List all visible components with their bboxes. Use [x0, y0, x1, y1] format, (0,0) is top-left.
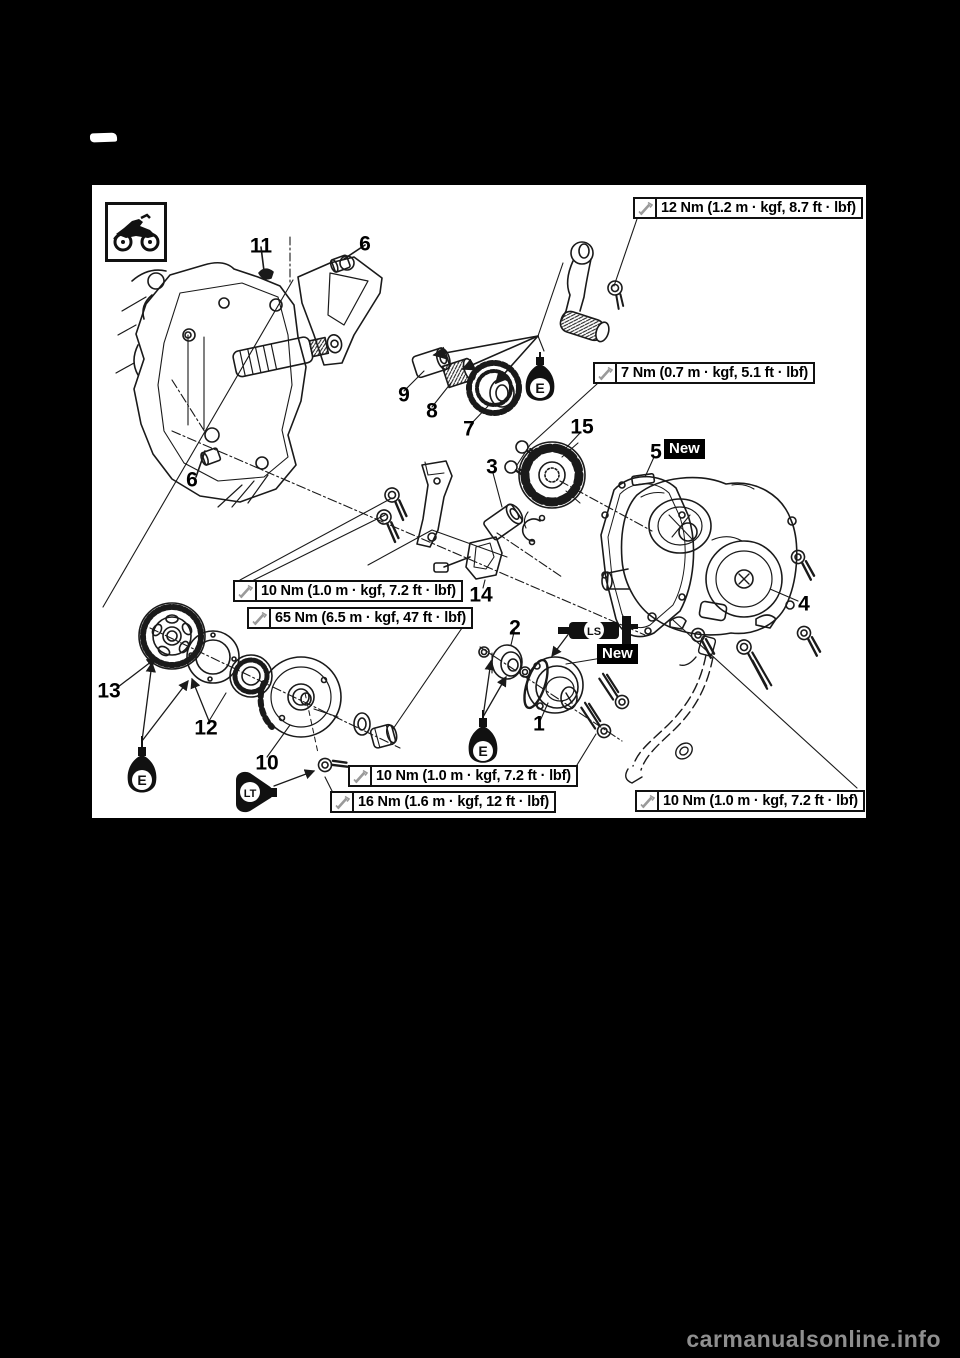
- breather-hose-drawing: [625, 635, 717, 784]
- engine-oil-symbol: E: [522, 352, 558, 411]
- oil-can-icon: E: [127, 736, 157, 793]
- collar-clip-drawing: [483, 472, 546, 546]
- callout-8: 8: [426, 399, 438, 423]
- leader-lines: [102, 236, 653, 749]
- torque-wrench-icon: [332, 793, 354, 811]
- torque-box-rotor-nut: 65 Nm (6.5 m · kgf, 47 ft · lbf): [247, 607, 473, 629]
- oil-can-icon: E: [525, 352, 555, 401]
- torque-value: 7 Nm (0.7 m · kgf, 5.1 ft · lbf): [621, 365, 808, 381]
- svg-text:LS: LS: [587, 626, 601, 638]
- torque-value: 10 Nm (1.0 m · kgf, 7.2 ft · lbf): [663, 793, 858, 809]
- pump-cover-drawing: [478, 627, 630, 739]
- torque-box-bracket: 10 Nm (1.0 m · kgf, 7.2 ft · lbf): [233, 580, 463, 602]
- torque-box-hose-clamp: 10 Nm (1.0 m · kgf, 7.2 ft · lbf): [635, 790, 865, 812]
- callout-6: 6: [359, 232, 371, 256]
- new-part-tag: New: [664, 439, 705, 459]
- callout-2: 2: [509, 616, 521, 640]
- torque-wrench-icon: [235, 582, 257, 600]
- crankcase-drawing: [115, 255, 383, 508]
- callout-14: 14: [469, 583, 493, 607]
- callout-1: 1: [533, 712, 545, 736]
- callout-15: 15: [570, 415, 594, 439]
- torque-wrench-icon: [595, 364, 617, 382]
- callout-6b: 6: [186, 468, 198, 492]
- grease-gun-icon: LS: [558, 616, 638, 644]
- callout-3: 3: [486, 455, 498, 479]
- torque-box-kick-lever: 12 Nm (1.2 m · kgf, 8.7 ft · lbf): [633, 197, 863, 219]
- scan-artifact: [89, 132, 118, 143]
- exploded-diagram-panel: 12 Nm (1.2 m · kgf, 8.7 ft · lbf) 7 Nm (…: [92, 185, 866, 818]
- motorcycle-icon: [113, 213, 160, 252]
- torque-value: 10 Nm (1.0 m · kgf, 7.2 ft · lbf): [376, 768, 571, 784]
- callout-7: 7: [463, 417, 475, 441]
- callout-4: 4: [798, 592, 810, 616]
- oil-can-icon: E: [468, 710, 498, 763]
- engine-oil-symbol: E: [124, 736, 160, 803]
- torque-wrench-icon: [637, 792, 659, 810]
- kick-idle-gear-drawing: [403, 262, 564, 426]
- torque-wrench-icon: [350, 767, 372, 785]
- kick-lever-drawing: [559, 241, 625, 343]
- torque-box-rotor-bolt: 16 Nm (1.6 m · kgf, 12 ft · lbf): [330, 791, 556, 813]
- torque-value: 65 Nm (6.5 m · kgf, 47 ft · lbf): [275, 610, 466, 626]
- svg-text:E: E: [137, 772, 146, 788]
- new-part-tag: New: [597, 644, 638, 664]
- gasket-drawing: [600, 456, 695, 638]
- lithium-grease-symbol: LS: [558, 615, 640, 650]
- engine-oil-symbol: E: [465, 710, 501, 773]
- callout-12: 12: [194, 716, 218, 740]
- stator-drawing: [504, 432, 586, 509]
- loctite-tube-icon: LT: [236, 771, 277, 813]
- svg-text:E: E: [478, 743, 487, 759]
- torque-wrench-icon: [635, 199, 657, 217]
- starter-clutch-drawing: [138, 602, 273, 698]
- torque-leaders: [239, 218, 638, 766]
- exploded-view-drawing: [102, 218, 858, 792]
- rotor-drawing: [257, 656, 398, 754]
- torque-value: 16 Nm (1.6 m · kgf, 12 ft · lbf): [358, 794, 549, 810]
- motorcycle-model-box: [105, 202, 167, 262]
- rotor-bolt-drawing: [273, 757, 349, 792]
- oil-leaders: [117, 657, 291, 758]
- threadlocker-symbol: LT: [233, 770, 279, 819]
- small-bushings-drawing: [195, 244, 366, 478]
- torque-box-cover-bolts: 10 Nm (1.0 m · kgf, 7.2 ft · lbf): [348, 765, 578, 787]
- torque-value: 12 Nm (1.2 m · kgf, 8.7 ft · lbf): [661, 200, 856, 216]
- callout-5: 5: [650, 440, 662, 464]
- torque-box-stator: 7 Nm (0.7 m · kgf, 5.1 ft · lbf): [593, 362, 815, 384]
- torque-wrench-icon: [249, 609, 271, 627]
- watermark: carmanualsonline.info: [686, 1326, 941, 1352]
- svg-text:E: E: [535, 380, 544, 396]
- svg-text:LT: LT: [244, 788, 257, 800]
- callout-11: 11: [249, 234, 273, 258]
- callout-9: 9: [398, 383, 410, 407]
- bracket-switch-drawing: [376, 460, 503, 589]
- callout-13: 13: [97, 679, 121, 703]
- callout-10: 10: [255, 751, 279, 775]
- crankcase-cover-drawing: [601, 476, 858, 789]
- torque-value: 10 Nm (1.0 m · kgf, 7.2 ft · lbf): [261, 583, 456, 599]
